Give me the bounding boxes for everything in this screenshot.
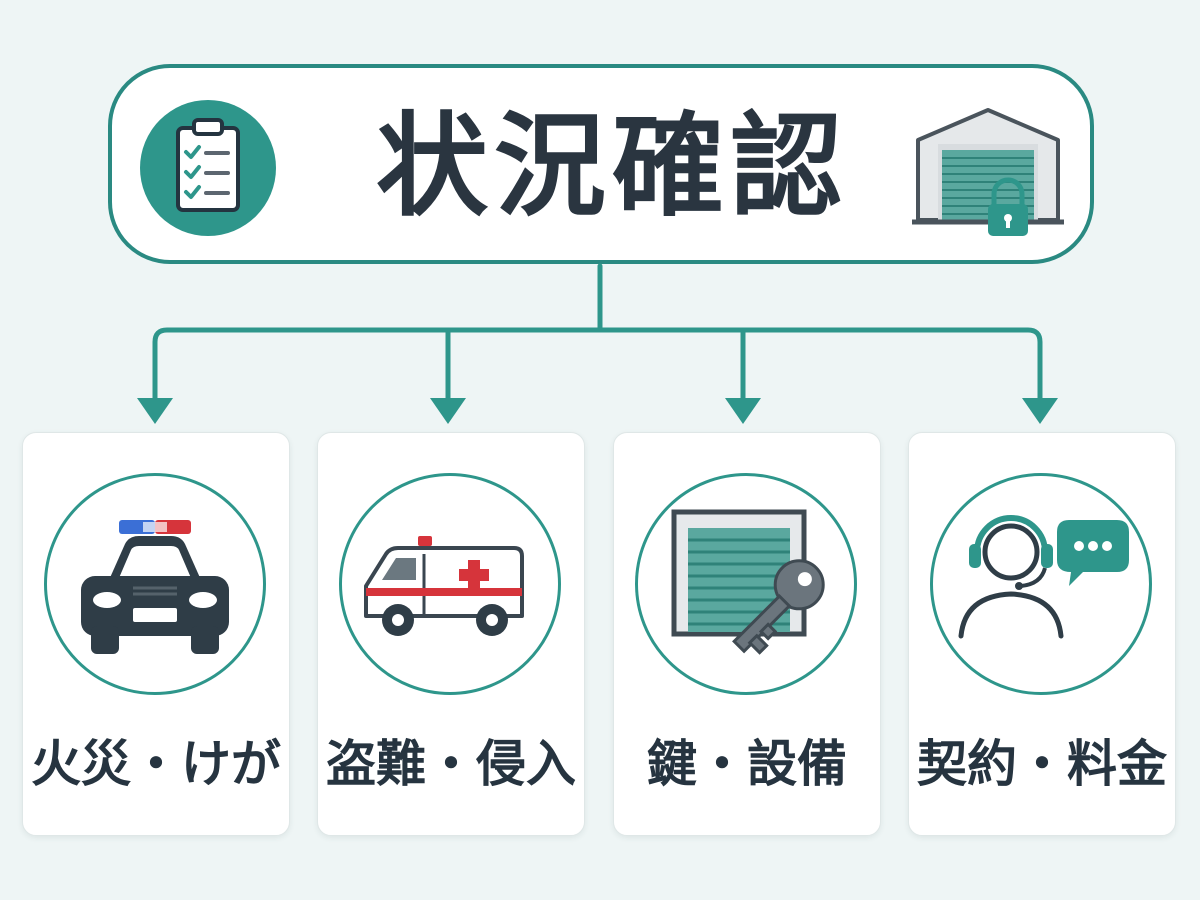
category-card-theft-intrusion[interactable]: 盗難・侵入 (317, 432, 585, 836)
support-operator-icon (930, 473, 1152, 695)
category-card-fire-injury[interactable]: 火災・けが (22, 432, 290, 836)
category-label: 火災・けが (31, 735, 281, 793)
category-card-contract-fee[interactable]: 契約・料金 (908, 432, 1176, 836)
page-title: 状況確認 (376, 102, 848, 232)
arrow-head (430, 398, 466, 424)
clipboard-checklist-icon (140, 100, 276, 236)
arrow-head (137, 398, 173, 424)
category-card-key-facility[interactable]: 鍵・設備 (613, 432, 881, 836)
category-label: 盗難・侵入 (326, 735, 576, 793)
arrow-head (1022, 398, 1058, 424)
header-box: 状況確認 (108, 64, 1094, 264)
category-label: 鍵・設備 (647, 735, 847, 793)
category-label: 契約・料金 (917, 735, 1167, 793)
police-car-icon (44, 473, 266, 695)
ambulance-icon (339, 473, 561, 695)
garage-key-icon (635, 473, 857, 695)
arrow-head (725, 398, 761, 424)
garage-lock-icon (908, 106, 1068, 242)
